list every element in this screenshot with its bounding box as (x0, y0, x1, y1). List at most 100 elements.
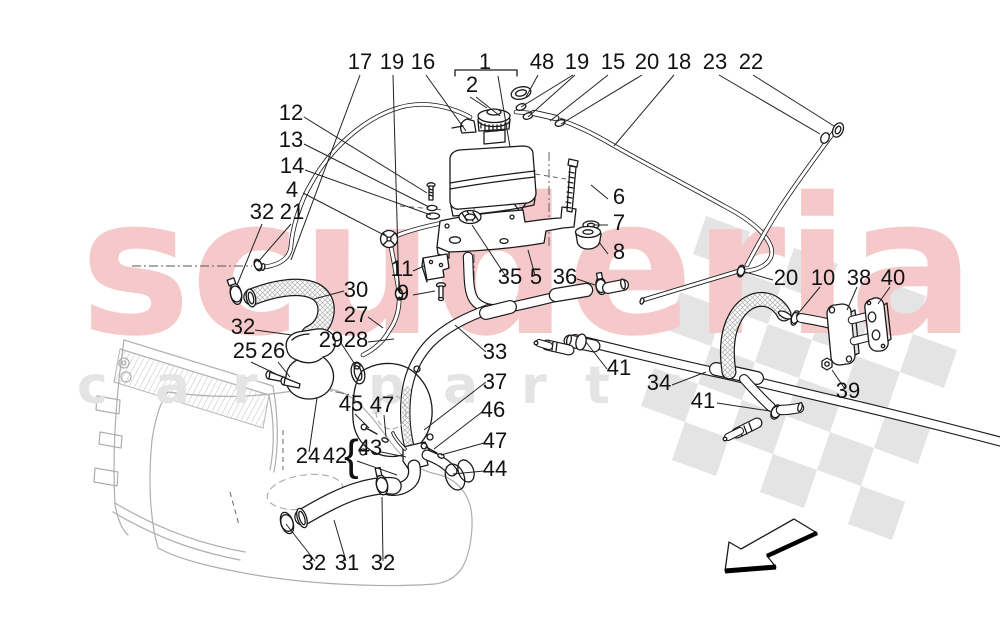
flag-cell (672, 422, 729, 476)
clamp-41a (575, 333, 587, 351)
callout-6: 6 (613, 184, 625, 209)
leader-line-25 (250, 361, 277, 375)
callout-20: 20 (774, 265, 798, 290)
tank-cap (477, 108, 511, 132)
tagline-letter: t (585, 356, 610, 416)
callout-16: 16 (411, 49, 435, 74)
leader-line-13 (303, 143, 430, 208)
mount-8 (574, 225, 602, 250)
callout-28: 28 (344, 327, 368, 352)
sensor-41a (533, 339, 575, 356)
leader-line-26 (277, 361, 291, 378)
radiator (93, 339, 278, 561)
leader-line-1 (497, 75, 511, 148)
leader-line-35 (471, 224, 506, 276)
callout-48: 48 (530, 49, 554, 74)
leader-line-31 (333, 519, 347, 562)
callout-23: 23 (703, 49, 727, 74)
callout-37: 37 (483, 369, 507, 394)
leader-line-14 (304, 169, 432, 216)
leader-line-19 (527, 74, 576, 118)
leader-line-4 (302, 192, 387, 237)
leader-line-32 (381, 496, 384, 562)
bracket-11 (421, 253, 450, 283)
leader-line-16 (425, 74, 467, 132)
callout-47: 47 (370, 392, 394, 417)
sensor-41b (722, 417, 763, 442)
tagline-letter: r (232, 356, 258, 416)
o-ring-29 (350, 361, 366, 385)
leader-line-10 (795, 286, 821, 317)
callout-1: 1 (479, 49, 491, 74)
leader-line-24 (308, 397, 318, 453)
callout-30: 30 (344, 277, 368, 302)
callout-43: 43 (358, 435, 382, 460)
flag-cell (755, 324, 812, 378)
bolt-45 (360, 423, 378, 435)
flag-cell (900, 334, 957, 388)
callout-32: 32 (250, 199, 274, 224)
flag-cell (667, 292, 724, 346)
leader-line-44 (452, 470, 485, 475)
callout-20: 20 (635, 49, 659, 74)
callout-26: 26 (261, 338, 285, 363)
leader-line-39 (831, 369, 846, 390)
leader-line-36 (576, 278, 596, 286)
leader-line-41 (716, 402, 771, 412)
callout-5: 5 (530, 264, 542, 289)
callout-27: 27 (344, 302, 368, 327)
tagline-letter: a (155, 356, 190, 416)
leader-line-11 (412, 265, 425, 272)
leader-line-40 (877, 286, 891, 305)
leader-line-19 (520, 74, 574, 108)
callout-31: 31 (335, 550, 359, 575)
leader-line-28 (367, 338, 395, 343)
leader-line-32 (236, 223, 263, 286)
callout-12: 12 (279, 100, 303, 125)
washer-47a (381, 437, 389, 443)
callout-25: 25 (233, 338, 257, 363)
washer-13 (426, 204, 438, 212)
bolt-6 (565, 158, 579, 213)
callout-41: 41 (607, 355, 631, 380)
leader-line-19 (392, 74, 400, 293)
brace-42: { (344, 431, 359, 480)
callout-47: 47 (483, 428, 507, 453)
flag-cell (843, 356, 900, 410)
water-outlet-24 (285, 328, 336, 400)
callout-39: 39 (836, 378, 860, 403)
leader-line-30 (313, 290, 345, 300)
vent-hose-22 (744, 122, 845, 268)
callout-32: 32 (231, 314, 255, 339)
callout-36: 36 (553, 264, 577, 289)
callout-14: 14 (280, 153, 304, 178)
callout-33: 33 (483, 339, 507, 364)
leader-line-38 (846, 286, 858, 311)
flag-cell (817, 432, 874, 486)
callout-7: 7 (613, 210, 625, 235)
clamp-32c (279, 511, 295, 535)
leader-line-33 (454, 324, 487, 353)
bolt-26 (280, 376, 301, 389)
callout-45: 45 (339, 391, 363, 416)
leader-line-15 (549, 74, 609, 122)
bolt-12 (426, 182, 436, 201)
callout-15: 15 (601, 49, 625, 74)
leader-line-20 (744, 271, 774, 281)
leader-line-32 (285, 523, 316, 562)
nut-39 (821, 357, 833, 371)
leader-line-29 (340, 342, 357, 367)
leader-line-8 (598, 241, 609, 255)
flange-40 (864, 297, 892, 352)
flag-cell (848, 486, 905, 540)
leader-line-41 (585, 341, 608, 370)
callout-4: 4 (286, 177, 298, 202)
tank-body (449, 145, 537, 210)
direction-arrow (724, 518, 818, 574)
callout-32: 32 (371, 550, 395, 575)
callout-9: 9 (397, 280, 409, 305)
callout-13: 13 (279, 127, 303, 152)
nut-23 (820, 132, 830, 144)
callout-29: 29 (319, 327, 343, 352)
